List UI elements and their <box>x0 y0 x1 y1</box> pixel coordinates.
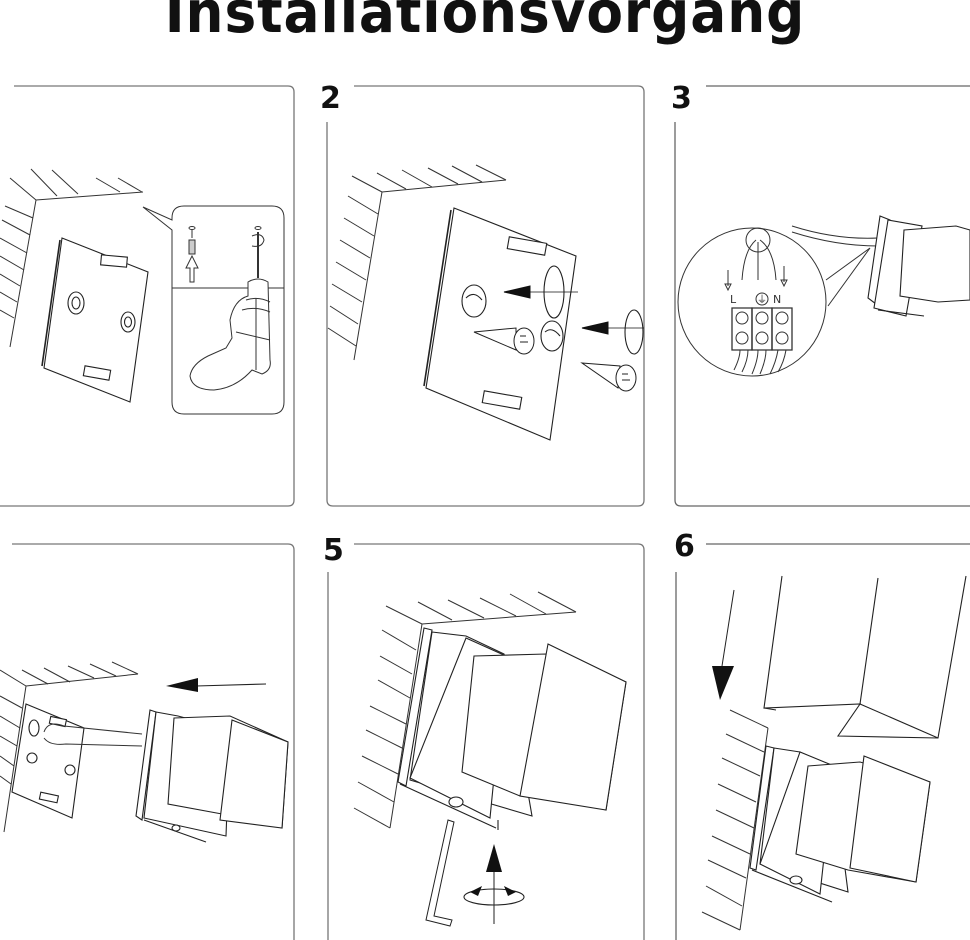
mounting-plate-icon <box>424 208 576 440</box>
panel-frame <box>675 86 970 506</box>
step-2-illustration <box>320 70 660 510</box>
screw-icon <box>474 328 534 354</box>
mounting-plate-icon <box>42 238 148 402</box>
cable-icon <box>792 226 878 246</box>
step-panel-2: 2 <box>320 70 660 510</box>
drill-callout <box>143 206 284 414</box>
step-panel-5: 5 <box>320 520 660 940</box>
panel-frame <box>0 86 294 506</box>
mounting-plate-icon <box>12 704 84 818</box>
lamp-body-icon <box>136 710 288 842</box>
lamp-body-icon <box>398 628 626 830</box>
step-number-5: 5 <box>323 533 344 568</box>
step-panel-1 <box>0 70 320 510</box>
wall-hatch <box>0 662 138 832</box>
wall-hatch <box>0 169 143 347</box>
down-arrow-icon <box>712 590 734 700</box>
step-4-illustration <box>0 520 320 940</box>
rotate-up-arrow-icon <box>464 844 524 924</box>
step-panel-4 <box>0 520 320 940</box>
insert-arrow-icon <box>504 286 644 334</box>
terminal-label-earth: ⏚ <box>757 294 767 306</box>
wall-hatch <box>354 592 576 828</box>
terminal-label-n: N <box>773 293 781 306</box>
terminal-block-icon <box>732 293 792 350</box>
push-arrow-icon <box>166 678 266 692</box>
drill-icon <box>190 279 270 390</box>
step-1-illustration <box>0 70 320 510</box>
lamp-body-icon <box>750 746 930 902</box>
panel-frame <box>328 544 644 940</box>
hex-key-icon <box>426 820 454 926</box>
panel-frame <box>676 544 970 940</box>
step-panel-6: 6 <box>660 520 970 940</box>
cover-icon <box>764 576 966 738</box>
step-number-3: 3 <box>671 81 692 116</box>
wall-hatch <box>702 710 768 930</box>
cable-icon <box>44 724 142 746</box>
step-3-illustration: L ⏚ N <box>660 70 970 510</box>
step-5-illustration <box>320 520 660 940</box>
step-panel-3: 3 <box>660 70 970 510</box>
wall-hatch <box>328 165 506 360</box>
step-number-6: 6 <box>674 529 695 564</box>
panel-frame <box>12 544 294 940</box>
step-6-illustration <box>660 520 970 940</box>
rotate-arrow-icon <box>544 266 643 354</box>
screw-icon <box>582 363 636 391</box>
wiring-callout <box>678 228 870 376</box>
lamp-body-icon <box>868 216 970 316</box>
document-title: Installationsvorgang <box>164 0 806 46</box>
terminal-label-l: L <box>730 293 737 306</box>
step-number-2: 2 <box>320 81 341 116</box>
panel-frame <box>327 86 644 506</box>
